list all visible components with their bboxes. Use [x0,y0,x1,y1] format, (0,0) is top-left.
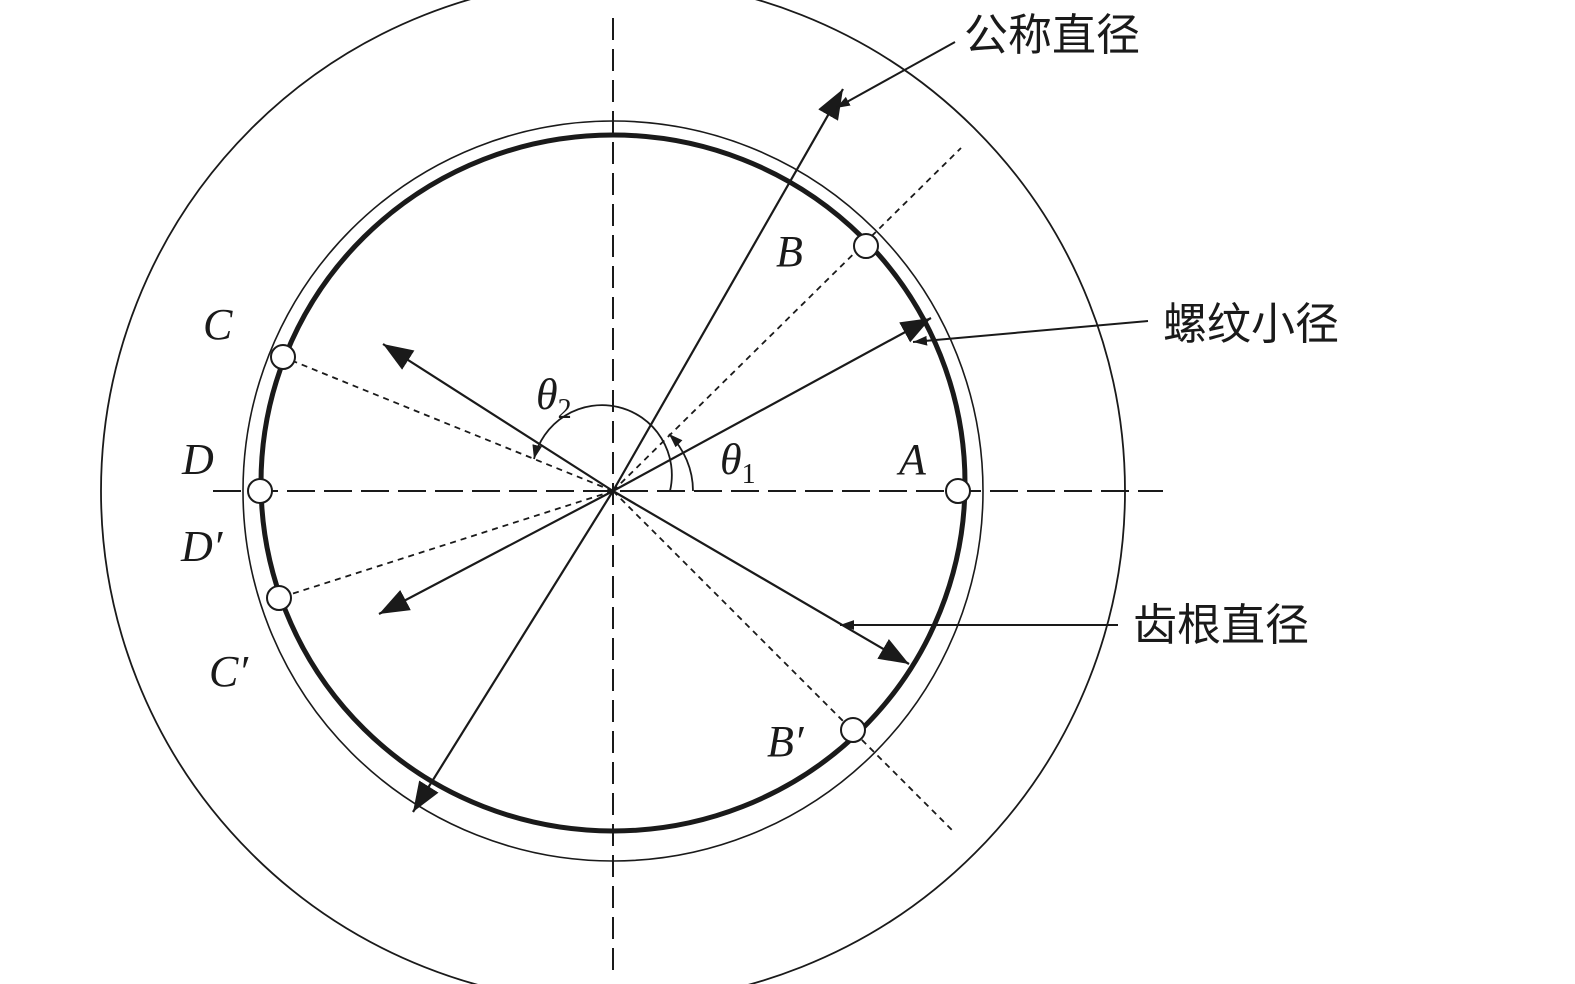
callout-minor-diameter: 螺纹小径 [1163,299,1339,350]
nominal-diameter-arrow-lower [412,490,614,813]
root-diameter-arrow-right [612,490,910,665]
label-a: A [899,435,926,484]
dotted-line-b [612,147,962,492]
dotted-line-b-prime [612,490,956,834]
theta-2-subscript: 2 [557,394,572,425]
theta-1-symbol: θ [720,435,742,484]
minor-diameter-arrow-left [378,490,614,615]
callout-root-diameter: 齿根直径 [1133,600,1309,651]
actual-root-contour [309,136,959,754]
root-diameter-arrow-left [382,343,614,492]
label-c: C [203,300,233,349]
dotted-line-c [282,356,614,492]
label-b: B [776,227,803,276]
theta-2-symbol: θ [536,370,558,419]
point-c-marker [270,344,296,370]
label-d: D [182,435,214,484]
nominal-diameter-arrow-upper [612,88,844,492]
theta-2-arc [532,404,673,492]
label-d-prime: D′ [181,522,223,571]
theta-1-arc [668,433,694,492]
label-c-prime: C′ [209,647,248,696]
minor-diameter-leader [912,320,1149,346]
label-b-prime: B′ [767,717,804,766]
label-theta-1: θ1 [720,438,756,489]
minor-diameter-arrow-right [612,317,932,492]
dotted-line-c-prime [278,490,614,599]
point-d-marker [247,478,273,504]
label-theta-2: θ2 [536,373,572,424]
callout-nominal-diameter: 公称直径 [964,10,1140,61]
point-b-marker [853,233,879,259]
point-b-prime-marker [840,717,866,743]
point-a-marker [945,478,971,504]
theta-1-subscript: 1 [741,459,756,490]
point-c-prime-marker [266,585,292,611]
nominal-diameter-circle [100,0,1126,984]
minor-diameter-circle [242,120,984,862]
nominal-diameter-leader [835,41,956,109]
